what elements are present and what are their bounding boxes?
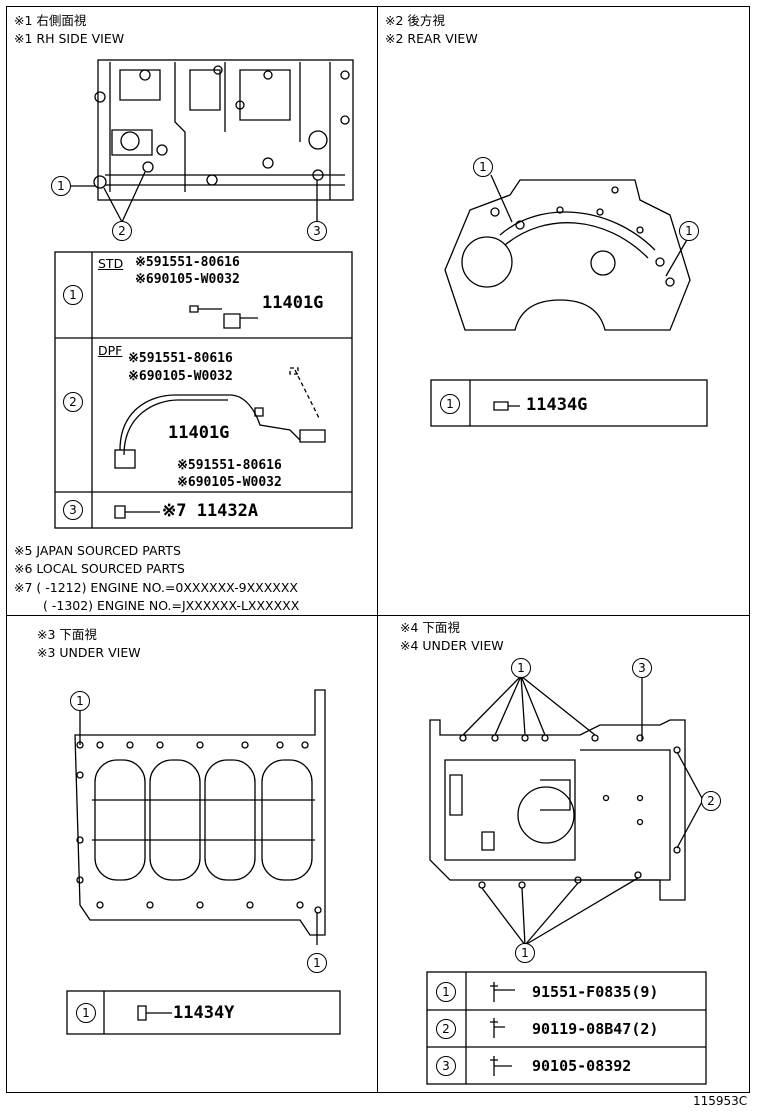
note-line: ( -1302) ENGINE NO.=JXXXXXX-LXXXXXX [43, 598, 300, 613]
table-row-number: 1 [76, 1003, 96, 1023]
callout-3: 3 [307, 221, 327, 241]
part-number: ※591551-80616 [135, 255, 240, 270]
note-line: ※7 ( -1212) ENGINE NO.=0XXXXXX-9XXXXXX [14, 580, 298, 595]
callout-1: 1 [70, 691, 90, 711]
table-row-number: 1 [440, 394, 460, 414]
part-number: 90119-08B47(2) [532, 1020, 659, 1038]
callout-1: 1 [307, 953, 327, 973]
rear-engine-block-drawing [444, 179, 691, 331]
part-number: ※690105-W0032 [177, 475, 282, 490]
under-view-3-block-drawing [74, 689, 326, 936]
table-row-number: 1 [63, 285, 83, 305]
note-line: ※5 JAPAN SOURCED PARTS [14, 543, 181, 558]
callout-2: 2 [701, 791, 721, 811]
part-number: ※690105-W0032 [135, 272, 240, 287]
callout-1: 1 [51, 176, 71, 196]
callout-2: 2 [112, 221, 132, 241]
part-number: ※7 11432A [162, 501, 259, 521]
part-number: ※591551-80616 [177, 458, 282, 473]
part-number: ※591551-80616 [128, 351, 233, 366]
panel3-title-jp: ※3 下面視 [37, 627, 97, 642]
note-line: ※6 LOCAL SOURCED PARTS [14, 561, 185, 576]
table-row-number: 2 [63, 392, 83, 412]
table-row-number: 1 [436, 982, 456, 1002]
std-tag: STD [98, 256, 124, 271]
callout-1: 1 [515, 943, 535, 963]
panel3-title-en: ※3 UNDER VIEW [37, 645, 141, 660]
part-number: 11401G [168, 423, 230, 443]
under-view-4-block-drawing [429, 719, 686, 901]
part-number: ※690105-W0032 [128, 369, 233, 384]
part-number: 11434Y [173, 1003, 235, 1023]
panel-under-view-4-frame [377, 615, 750, 1093]
part-number: 90105-08392 [532, 1057, 632, 1075]
panel4-title-en: ※4 UNDER VIEW [400, 638, 504, 653]
part-number: 91551-F0835(9) [532, 983, 659, 1001]
callout-1: 1 [679, 221, 699, 241]
figure-id: 115953C [693, 1094, 748, 1108]
rh-side-engine-block-drawing [93, 59, 354, 201]
dpf-tag: DPF [98, 343, 123, 358]
panel1-title-en: ※1 RH SIDE VIEW [14, 31, 125, 46]
panel1-title-jp: ※1 右側面視 [14, 13, 87, 28]
callout-3: 3 [632, 658, 652, 678]
callout-1: 1 [511, 658, 531, 678]
table-row-number: 3 [436, 1056, 456, 1076]
table-row-number: 2 [436, 1019, 456, 1039]
part-number: 11434G [526, 395, 588, 415]
table-row-number: 3 [63, 500, 83, 520]
panel4-title-jp: ※4 下面視 [400, 620, 460, 635]
callout-1: 1 [473, 157, 493, 177]
part-number: 11401G [262, 293, 324, 313]
panel2-title-en: ※2 REAR VIEW [385, 31, 478, 46]
panel2-title-jp: ※2 後方視 [385, 13, 445, 28]
